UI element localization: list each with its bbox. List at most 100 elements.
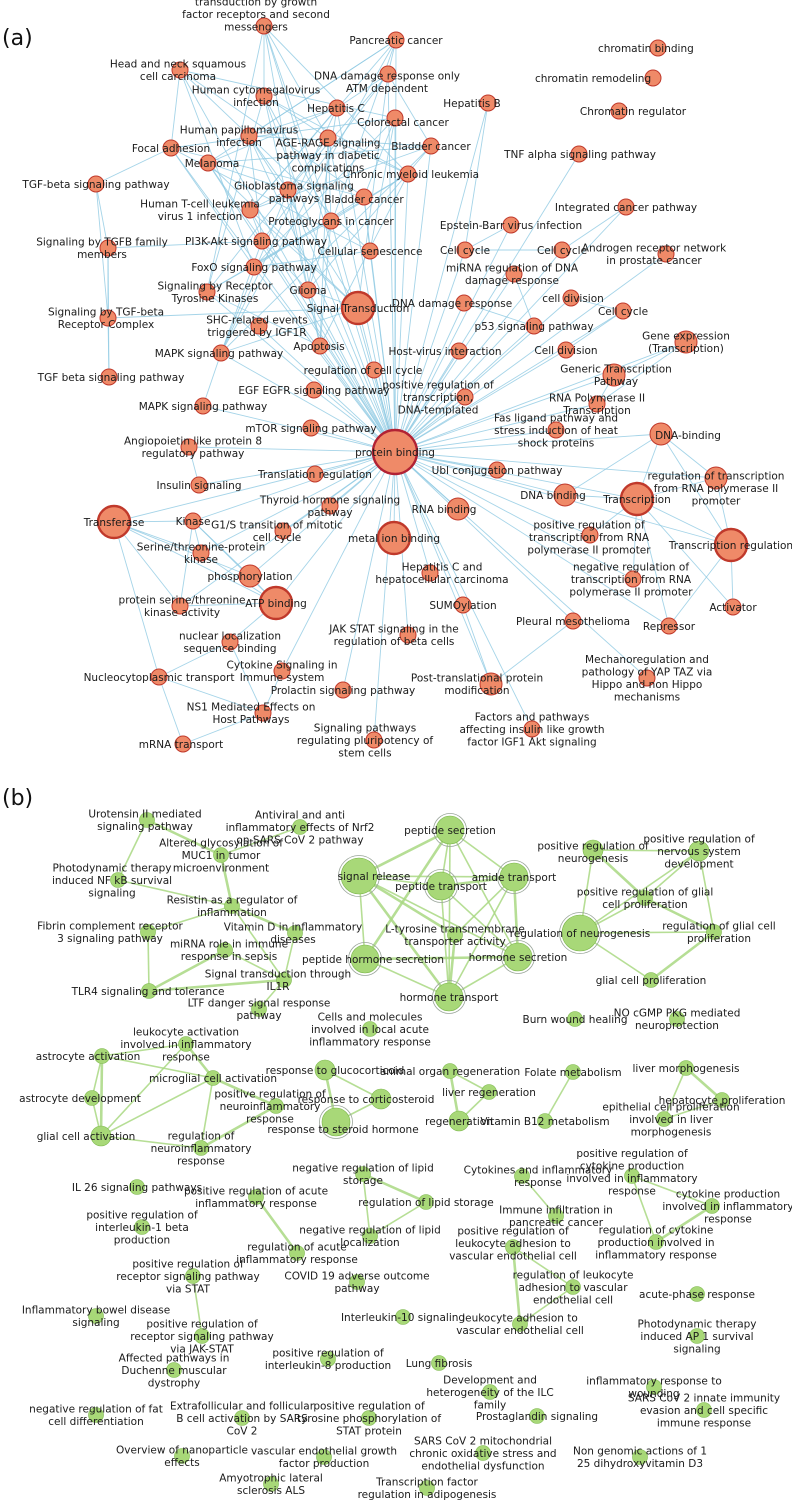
node-response-steroid [321, 1107, 351, 1137]
node-vitamin-b12 [537, 1113, 553, 1129]
node-label-response-glucocorticoid: response to glucocorticoid [266, 1065, 405, 1077]
node-label-chromatin-remodeling: chromatin remodeling [535, 73, 651, 85]
node-dna-damage-resp [455, 294, 473, 312]
panel-a-edge [394, 451, 492, 685]
node-label-astrocyte-development: astrocyte development [19, 1093, 141, 1105]
node-label-il26: IL 26 signaling pathways [72, 1182, 202, 1194]
node-pos-reg-glial-prolif [637, 890, 653, 906]
node-cytokines-inflammatory [514, 1168, 530, 1184]
node-nanoparticle [174, 1448, 190, 1464]
panel-a-edge [220, 352, 396, 453]
node-ilc-family [482, 1384, 498, 1400]
node-label-signal-release: signal release [338, 871, 411, 883]
node-hep-c-carcinoma [421, 564, 439, 582]
node-pancreatic-cancer [387, 31, 405, 49]
panel-a-edge [263, 25, 332, 222]
node-label-foxo: FoxO signaling pathway [191, 262, 316, 274]
panel-b-edge [698, 850, 715, 933]
panel-a-edge [249, 107, 338, 211]
panel-b-edge [440, 885, 519, 958]
node-chromatin-binding [649, 39, 667, 57]
panel-b-edge [99, 1055, 104, 1137]
panel-a-edge [613, 341, 687, 376]
panel-a-edge [464, 224, 512, 251]
node-sumoylation [454, 596, 472, 614]
panel-a-edge [394, 102, 489, 453]
panel-a-edge [206, 137, 329, 293]
node-glial-activation [90, 1125, 112, 1147]
panel-a-edge [192, 520, 277, 604]
node-host-virus [450, 342, 468, 360]
node-label-dna-binding1: DNA-binding [655, 430, 721, 442]
panel-b-edge [117, 879, 233, 907]
panel-a-edge [394, 429, 557, 453]
node-acute-phase [689, 1286, 705, 1302]
node-cell-cycle2 [553, 241, 571, 259]
node-shc [250, 317, 268, 335]
node-mrna-transport [174, 735, 192, 753]
node-nucleocytoplasmic [150, 668, 168, 686]
panel-b-edge [364, 955, 519, 961]
node-transcription [619, 481, 655, 517]
node-glioma [299, 281, 317, 299]
panel-a-edge [369, 117, 396, 252]
panel-a-edge [207, 39, 397, 164]
panel-b-edge [224, 949, 285, 981]
panel-a-edge [394, 341, 687, 453]
panel-a-edge [394, 451, 717, 479]
node-inflam-wounding [646, 1379, 662, 1395]
node-ps-thr-kinase-activity [171, 597, 189, 615]
node-pos-reg-dna-templated [456, 388, 474, 406]
node-generic-transcription [602, 363, 626, 387]
node-l-tyrosine [447, 927, 463, 943]
node-il26 [129, 1179, 145, 1195]
panel-b-edge [655, 1204, 713, 1244]
panel-a-edge [336, 107, 396, 453]
node-tgfb-path [87, 175, 105, 193]
node-amide-transport [499, 862, 529, 892]
node-dna-binding2 [553, 483, 577, 507]
panel-a-edge [394, 451, 533, 730]
node-head-neck [171, 61, 189, 79]
node-ltf [251, 1001, 267, 1017]
panel-b-edge [644, 896, 715, 934]
node-nuclear-loc [221, 633, 239, 651]
panel-b-edge [592, 849, 700, 852]
panel-b-edge [324, 1069, 382, 1100]
node-label-chromatin-regulator: Chromatin regulator [580, 106, 687, 118]
panel-b-edge [521, 1175, 557, 1217]
panel-a-edge [253, 250, 371, 268]
panel-a-edge [394, 451, 566, 496]
node-prolactin [334, 681, 352, 699]
panel-b-edge [254, 1196, 299, 1254]
node-label-egf-egfr: EGF EGFR signaling pathway [238, 385, 389, 397]
panel-a-edge [394, 302, 465, 453]
node-androgen [657, 245, 675, 263]
node-neg-reg-fat [88, 1407, 104, 1423]
node-apoptosis [311, 337, 329, 355]
panel-a-edge [206, 95, 265, 293]
panel-a-edge [202, 352, 222, 407]
node-foxo [245, 258, 263, 276]
node-metal-ion [376, 520, 412, 556]
node-htlv [241, 201, 259, 219]
node-pos-reg-tyr-phos [361, 1410, 377, 1426]
node-label-liver-regen: liver regeneration [442, 1087, 536, 1099]
node-transferase [96, 504, 132, 540]
node-pos-reg-pol2 [581, 526, 599, 544]
node-astrocyte-activation [94, 1048, 110, 1064]
panel-a-edge [287, 73, 389, 191]
panel-a-edge [248, 135, 289, 191]
